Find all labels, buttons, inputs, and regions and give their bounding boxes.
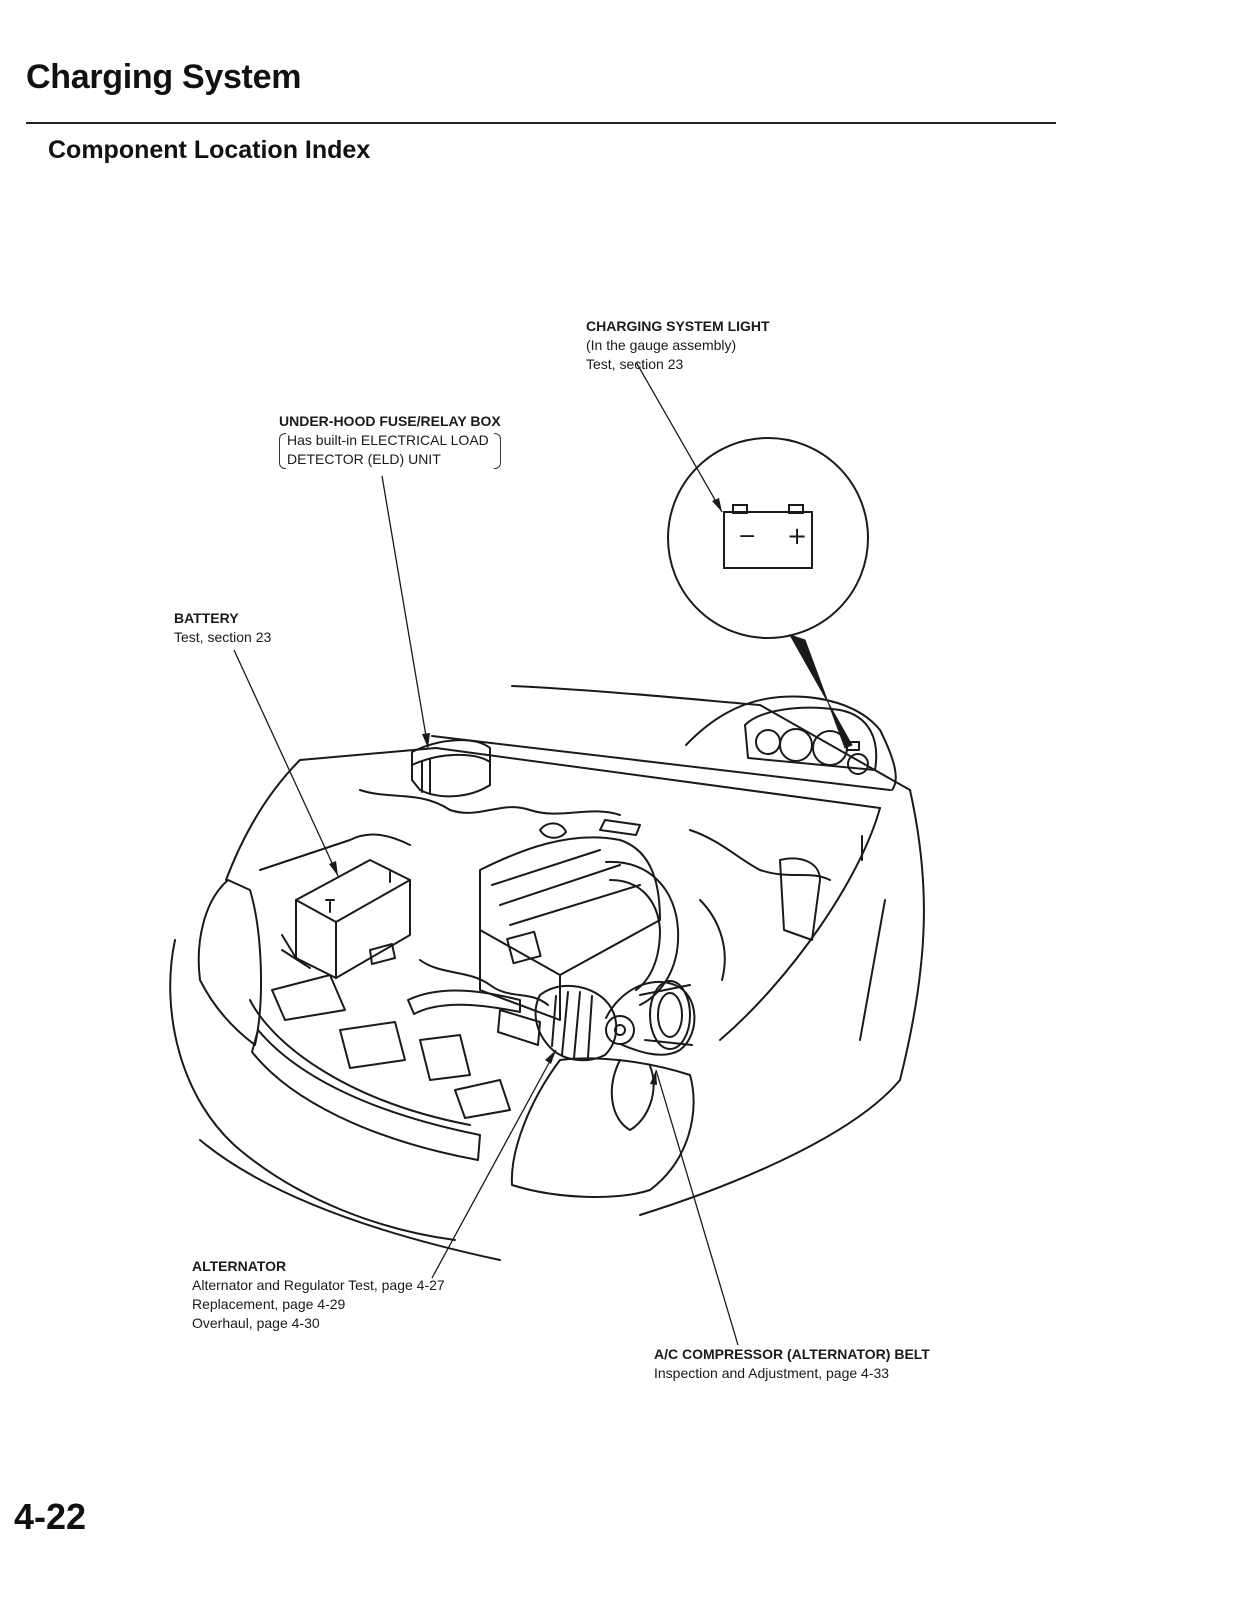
bay-wiring-3 (689, 829, 831, 881)
callout-alternator-line-2: Replacement, page 4-29 (192, 1296, 346, 1312)
callout-charging-system-light: CHARGING SYSTEM LIGHT (In the gauge asse… (586, 317, 770, 374)
engine-badge (506, 930, 542, 965)
alternator-pulley-hub (614, 1024, 626, 1036)
compressor-bracket (639, 984, 693, 1046)
compressor-pulley-inner (657, 992, 683, 1038)
leader-battery (233, 649, 339, 877)
arrow-charging-light (712, 498, 722, 512)
cowl-line-lower (435, 747, 881, 809)
leader-charging-light (635, 361, 723, 513)
grille-center (339, 1021, 406, 1069)
callout-belt-line-1: Inspection and Adjustment, page 4-33 (654, 1365, 890, 1381)
gauge-4 (847, 753, 869, 775)
battery-icon-plus: + (787, 522, 807, 550)
alternator-fins (551, 991, 593, 1059)
callout-battery-line-1: Test, section 23 (174, 629, 272, 645)
battery-tray (281, 934, 311, 969)
callout-charging-light-line-1: (In the gauge assembly) (586, 337, 737, 353)
bay-wiring-5 (699, 899, 726, 981)
gauge-2 (779, 728, 813, 762)
bay-line-1 (599, 819, 641, 836)
alternator-body (534, 984, 618, 1062)
callout-alternator-name: ALTERNATOR (192, 1258, 287, 1274)
callout-alternator: ALTERNATOR Alternator and Regulator Test… (192, 1257, 445, 1333)
arrow-belt (650, 1070, 657, 1085)
compressor-pulley (649, 980, 691, 1050)
bumper-lower (199, 1139, 501, 1261)
gauge-cluster (744, 706, 878, 771)
arrow-alternator (545, 1050, 556, 1064)
callout-fuse-box-bracket: Has built-in ELECTRICAL LOAD DETECTOR (E… (279, 431, 501, 469)
bay-wiring-1 (359, 789, 621, 816)
arrow-fuse-box (422, 733, 430, 748)
callout-fuse-box-line-1: Has built-in ELECTRICAL LOAD (287, 432, 489, 448)
bay-hose (407, 989, 521, 1015)
fuse-box-clip (421, 759, 431, 795)
fender-right-inner (859, 899, 886, 1041)
bay-top-left (299, 747, 437, 761)
intake-pipe (605, 860, 680, 1006)
bay-bracket (497, 1009, 541, 1046)
right-headlight-inner (610, 1059, 655, 1131)
fuse-box-lid (411, 753, 491, 766)
callout-fuse-box-name: UNDER-HOOD FUSE/RELAY BOX (279, 413, 501, 429)
gauge-1 (755, 729, 781, 755)
intake-pipe-inner (609, 879, 661, 991)
bay-wiring-2 (259, 833, 411, 871)
bumper-slot (251, 1029, 481, 1161)
callout-charging-light-line-2: Test, section 23 (586, 356, 684, 372)
section-subtitle: Component Location Index (48, 136, 371, 164)
callout-fuse-box-line-2: DETECTOR (ELD) UNIT (287, 451, 441, 467)
charging-light-zoom-circle (667, 437, 869, 639)
front-body (169, 939, 456, 1241)
leader-alternator (431, 1049, 557, 1279)
battery-hold (369, 943, 396, 965)
battery-body (295, 859, 411, 979)
page-number: 4-22 (14, 1496, 87, 1537)
right-headlight (510, 1057, 695, 1198)
drive-belt (605, 980, 696, 1056)
battery-top (295, 879, 411, 923)
callout-belt-name: A/C COMPRESSOR (ALTERNATOR) BELT (654, 1346, 930, 1362)
title-divider (26, 122, 1056, 124)
bay-wiring-4 (419, 959, 549, 1006)
engine-cover-ridge (491, 849, 641, 926)
cowl-line (431, 735, 891, 791)
callout-charging-light-name: CHARGING SYSTEM LIGHT (586, 318, 770, 334)
fender-right (899, 789, 925, 1081)
hood-outline (511, 685, 911, 791)
callout-alternator-line-1: Alternator and Regulator Test, page 4-27 (192, 1277, 445, 1293)
leader-belt (655, 1069, 739, 1346)
callout-battery: BATTERY Test, section 23 (174, 609, 271, 647)
battery-icon-minus: − (738, 524, 756, 549)
callout-ac-compressor-belt: A/C COMPRESSOR (ALTERNATOR) BELT Inspect… (654, 1345, 930, 1383)
callout-battery-name: BATTERY (174, 610, 239, 626)
zoom-pointer-wedge (788, 634, 853, 749)
leader-fuse-box (381, 475, 429, 749)
callout-fuse-relay-box: UNDER-HOOD FUSE/RELAY BOX Has built-in E… (279, 412, 501, 469)
alternator-pulley (605, 1015, 635, 1045)
bay-left-edge (225, 759, 301, 881)
grille-left (271, 974, 346, 1021)
engine-head (479, 836, 661, 976)
battery-warning-icon (723, 504, 813, 569)
battery-terminal (325, 899, 335, 913)
grille-far-right (454, 1079, 511, 1119)
bay-reservoir (779, 857, 821, 941)
bay-right-fender (719, 807, 881, 1041)
body-right-lower (639, 1079, 901, 1216)
bumper-upper (249, 999, 471, 1126)
arrow-battery (329, 861, 338, 876)
dash-hood (685, 695, 897, 791)
grille-right (419, 1034, 471, 1081)
callout-alternator-line-3: Overhaul, page 4-30 (192, 1315, 320, 1331)
page-title: Charging System (26, 58, 302, 96)
bay-line-2 (539, 822, 567, 839)
left-headlight (197, 879, 262, 1046)
